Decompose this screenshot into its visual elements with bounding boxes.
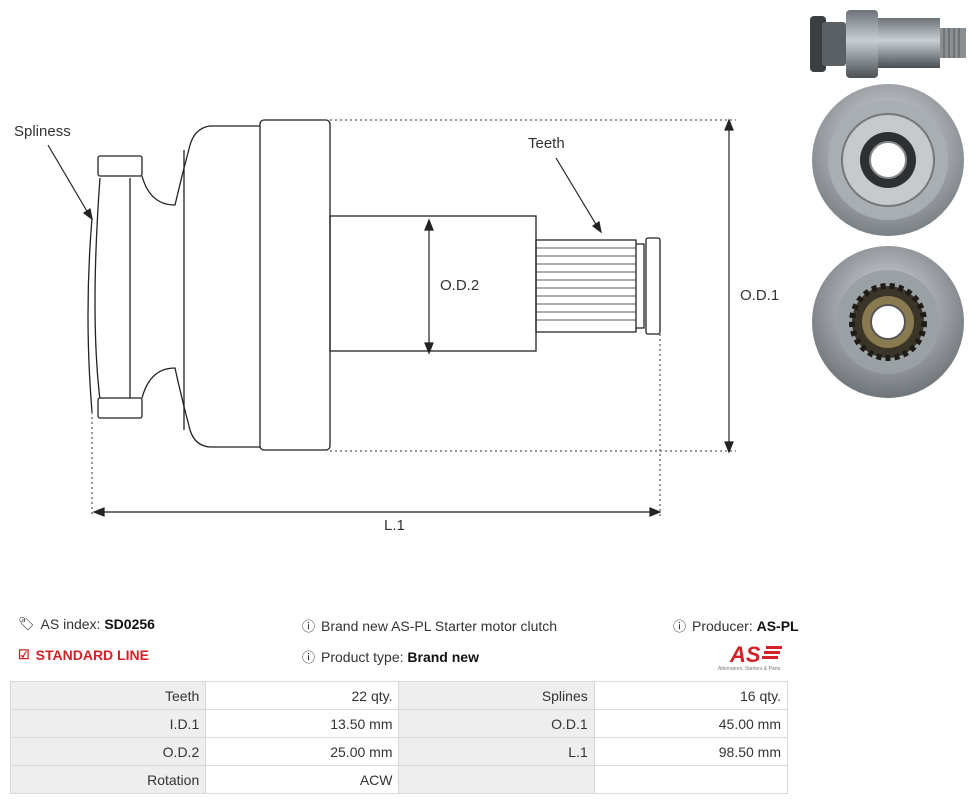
as-index-value: SD0256 [104, 616, 155, 632]
clutch-technical-drawing: Spliness Teeth O.D.2 O.D.1 L.1 [14, 118, 779, 534]
producer-label: Producer: [692, 617, 753, 634]
spec-key: O.D.2 [9, 737, 207, 766]
as-index: 🏷︎ AS index: SD0256 [18, 616, 155, 632]
product-photo-rear [812, 84, 964, 236]
logo-tagline: Alternators, Starters & Parts [718, 666, 781, 672]
spec-key: L.1 [398, 737, 595, 766]
product-photo-side [810, 10, 966, 78]
spec-key: I.D.1 [9, 709, 207, 738]
spec-value: 13.50 mm [205, 709, 400, 738]
check-square-icon: ☑ [18, 647, 30, 662]
product-photo-front [812, 246, 964, 398]
info-circle-icon: ⓘ [673, 619, 687, 634]
spec-key: O.D.1 [398, 709, 595, 738]
spec-value: 25.00 mm [205, 737, 400, 766]
standard-line-label: STANDARD LINE [35, 647, 149, 663]
spec-key: Rotation [9, 765, 207, 794]
logo-text: AS [729, 642, 761, 667]
info-circle-icon: ⓘ [302, 650, 316, 665]
standard-line-badge: ☑ STANDARD LINE [18, 647, 149, 663]
product-info: 🏷︎ AS index: SD0256 ☑ STANDARD LINE ⓘ Br… [18, 612, 802, 670]
teeth-label: Teeth [528, 135, 565, 152]
producer-value: AS-PL [756, 617, 799, 634]
spec-value: ACW [205, 765, 400, 794]
spec-value [593, 765, 789, 794]
as-index-label: AS index: [40, 616, 101, 632]
spec-key: Teeth [9, 681, 207, 710]
od1-label: O.D.1 [740, 287, 779, 304]
product-type-label: Product type: [321, 648, 404, 665]
od2-label: O.D.2 [440, 277, 479, 294]
spec-value: 45.00 mm [593, 709, 789, 738]
product-type-value: Brand new [407, 648, 479, 665]
tags-icon: 🏷︎ [18, 616, 35, 631]
spec-value: 16 qty. [593, 681, 789, 710]
spec-key [398, 765, 595, 794]
spec-key: Splines [398, 681, 595, 710]
product-type: ⓘ Product type: Brand new [302, 647, 479, 666]
spec-value: 98.50 mm [593, 737, 789, 766]
producer: ⓘ Producer: AS-PL [673, 616, 799, 635]
product-description: ⓘ Brand new AS-PL Starter motor clutch [302, 616, 557, 635]
spliness-label: Spliness [14, 123, 71, 140]
info-circle-icon: ⓘ [302, 619, 316, 634]
description-text: Brand new AS-PL Starter motor clutch [321, 617, 558, 634]
as-pl-logo: AS Alternators, Starters & Parts [718, 642, 782, 672]
l1-label: L.1 [384, 517, 405, 534]
spec-value: 22 qty. [205, 681, 400, 710]
